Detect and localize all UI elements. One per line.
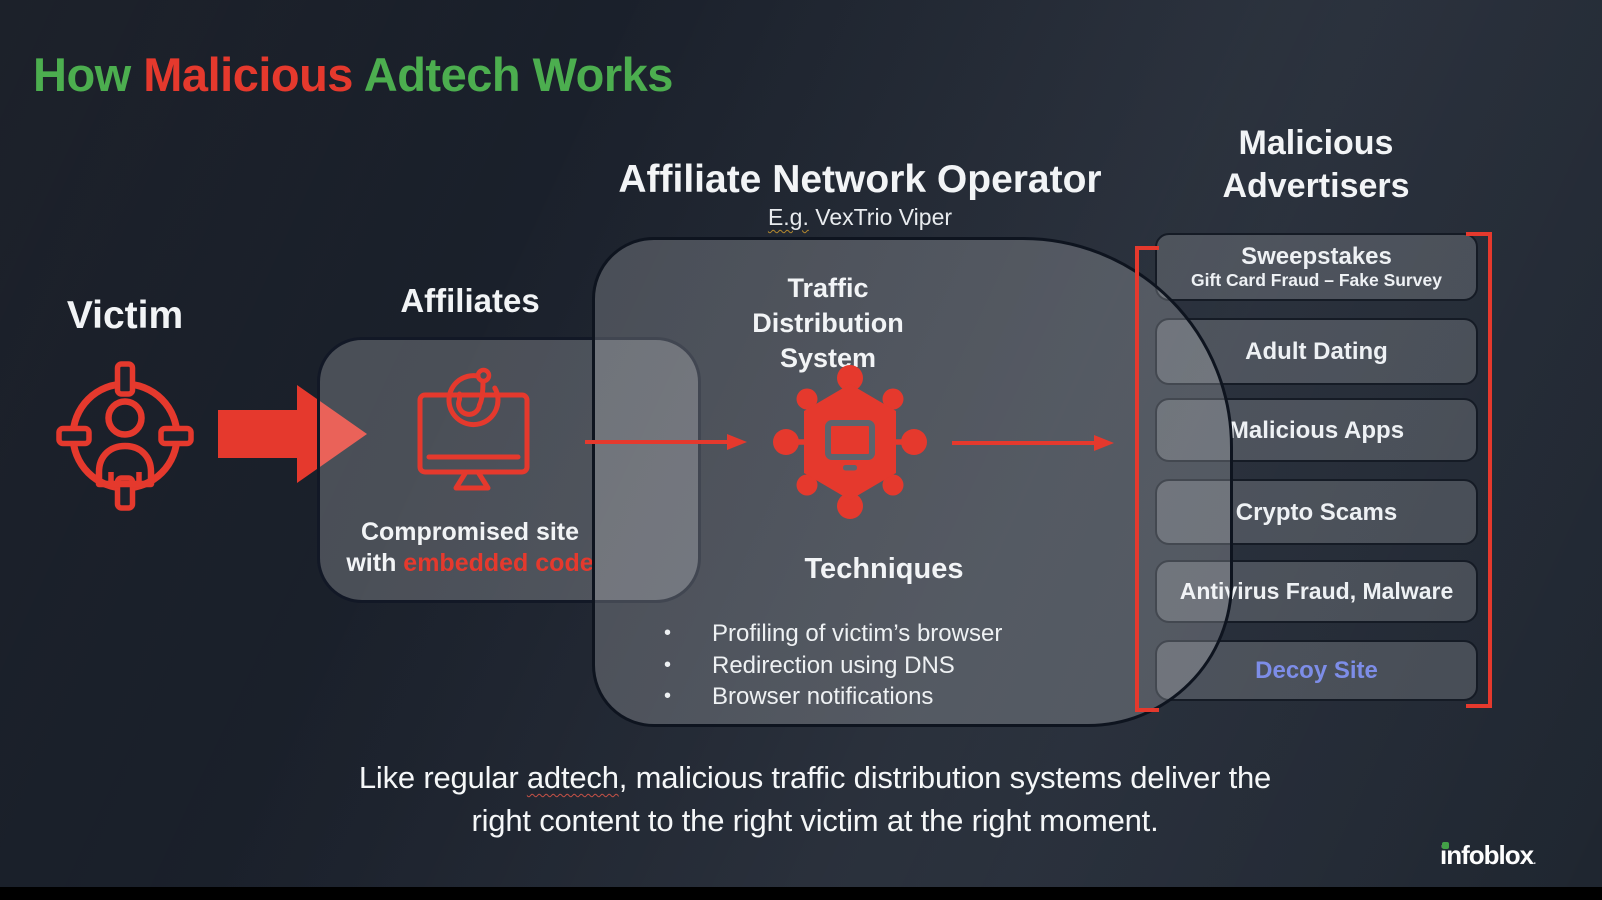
tds-label-line1: Traffic Distribution [752, 273, 904, 338]
footer-line2: right content to the right victim at the… [471, 803, 1159, 838]
techniques-title: Techniques [804, 553, 964, 585]
technique-item: •Profiling of victim’s browser [656, 618, 1002, 650]
operator-title: Affiliate Network Operator [618, 158, 1102, 201]
target-person-icon [56, 361, 194, 511]
footer-line1-post: , malicious traffic distribution systems… [618, 760, 1272, 795]
footer-line1-pre: Like regular [358, 760, 527, 795]
victim-to-affiliates-arrow-icon [218, 385, 367, 483]
bullet-icon: • [664, 622, 672, 644]
operator-subtitle-eg: E.g. [767, 204, 809, 230]
affiliates-to-tds-arrow-icon [585, 434, 747, 450]
advertiser-label: Crypto Scams [1235, 498, 1398, 526]
caption-line1: Compromised site [360, 518, 580, 546]
caption-line2-white: with [346, 549, 404, 577]
title-malicious: Malicious [143, 48, 353, 102]
technique-item: •Browser notifications [656, 681, 1002, 713]
bullet-icon: • [664, 685, 672, 707]
advertiser-label: Sweepstakes [1241, 243, 1392, 270]
red-bracket-left-icon [1135, 246, 1159, 712]
infoblox-logo-mark: . [1533, 855, 1536, 867]
infoblox-logo-green-dot-icon [1442, 842, 1449, 849]
footer-adtech: adtech [526, 760, 619, 795]
tds-label: Traffic Distribution System [728, 271, 928, 376]
traffic-distribution-network-icon [773, 365, 927, 519]
infoblox-logo: infoblox. [1440, 840, 1536, 871]
compromised-site-hook-icon [417, 367, 530, 491]
advertisers-title-line2: Advertisers [1222, 167, 1410, 205]
advertiser-box-sweepstakes: Sweepstakes Gift Card Fraud – Fake Surve… [1155, 233, 1478, 301]
affiliates-caption: Compromised site with embedded code [330, 517, 610, 579]
advertiser-box-decoy-site: Decoy Site [1155, 640, 1478, 701]
advertisers-title: Malicious Advertisers [1166, 122, 1466, 208]
advertiser-sublabel: Gift Card Fraud – Fake Survey [1191, 270, 1442, 290]
operator-subtitle-rest: VexTrio Viper [808, 204, 953, 230]
bottom-black-bar [0, 887, 1602, 900]
technique-item: •Redirection using DNS [656, 650, 1002, 682]
victim-label: Victim [66, 294, 184, 337]
footer-caption: Like regular adtech, malicious traffic d… [215, 756, 1415, 842]
page-title: How Malicious Adtech Works [33, 47, 673, 102]
title-adtech-works: Adtech Works [352, 48, 674, 102]
tds-to-advertisers-arrow-icon [952, 435, 1114, 451]
advertiser-label: Malicious Apps [1228, 416, 1405, 444]
advertiser-label: Decoy Site [1255, 657, 1378, 684]
tds-label-line2: System [779, 343, 877, 373]
affiliates-label: Affiliates [400, 282, 540, 319]
advertiser-label: Adult Dating [1245, 338, 1388, 365]
infoblox-logo-text: infoblox [1440, 840, 1534, 870]
title-how: How [33, 48, 144, 102]
techniques-list: •Profiling of victim’s browser •Redirect… [656, 618, 1002, 713]
red-bracket-right-icon [1466, 232, 1492, 708]
advertisers-title-line1: Malicious [1238, 124, 1394, 162]
caption-embedded-code: embedded code [403, 549, 594, 577]
bullet-icon: • [664, 653, 672, 676]
operator-box [592, 237, 1233, 727]
operator-subtitle: E.g. VexTrio Viper [660, 204, 1060, 231]
